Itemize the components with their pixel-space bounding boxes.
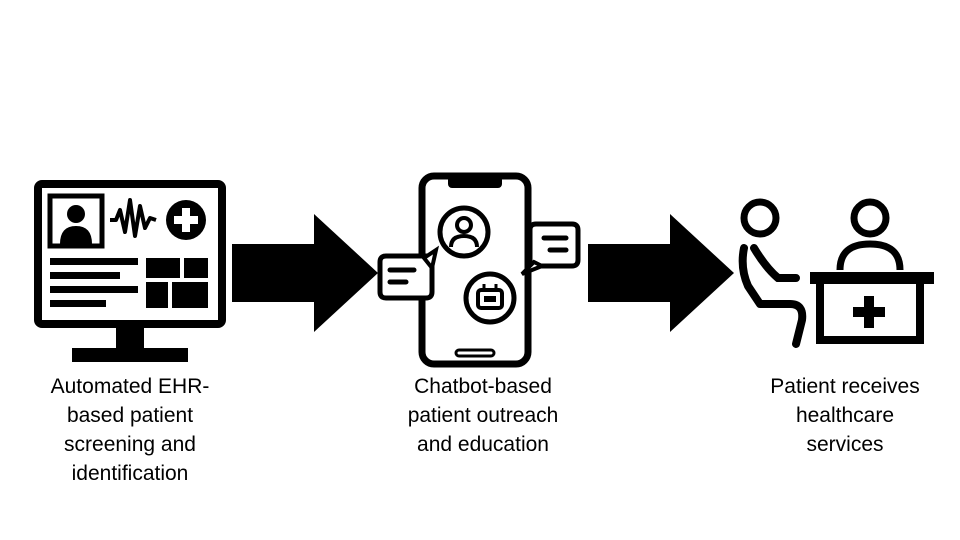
- step-label-care: Patient receives healthcare services: [770, 375, 920, 456]
- step-label-chatbot: Chatbot-based patient outreach and educa…: [407, 375, 559, 456]
- arrow-icon: [232, 214, 378, 332]
- step-label-ehr: Automated EHR- based patient screening a…: [50, 375, 210, 485]
- arrow-icon: [588, 214, 734, 332]
- ehr-monitor-icon: [34, 180, 226, 362]
- chatbot-phone-icon: [377, 172, 581, 368]
- doctor-patient-icon: [738, 198, 934, 348]
